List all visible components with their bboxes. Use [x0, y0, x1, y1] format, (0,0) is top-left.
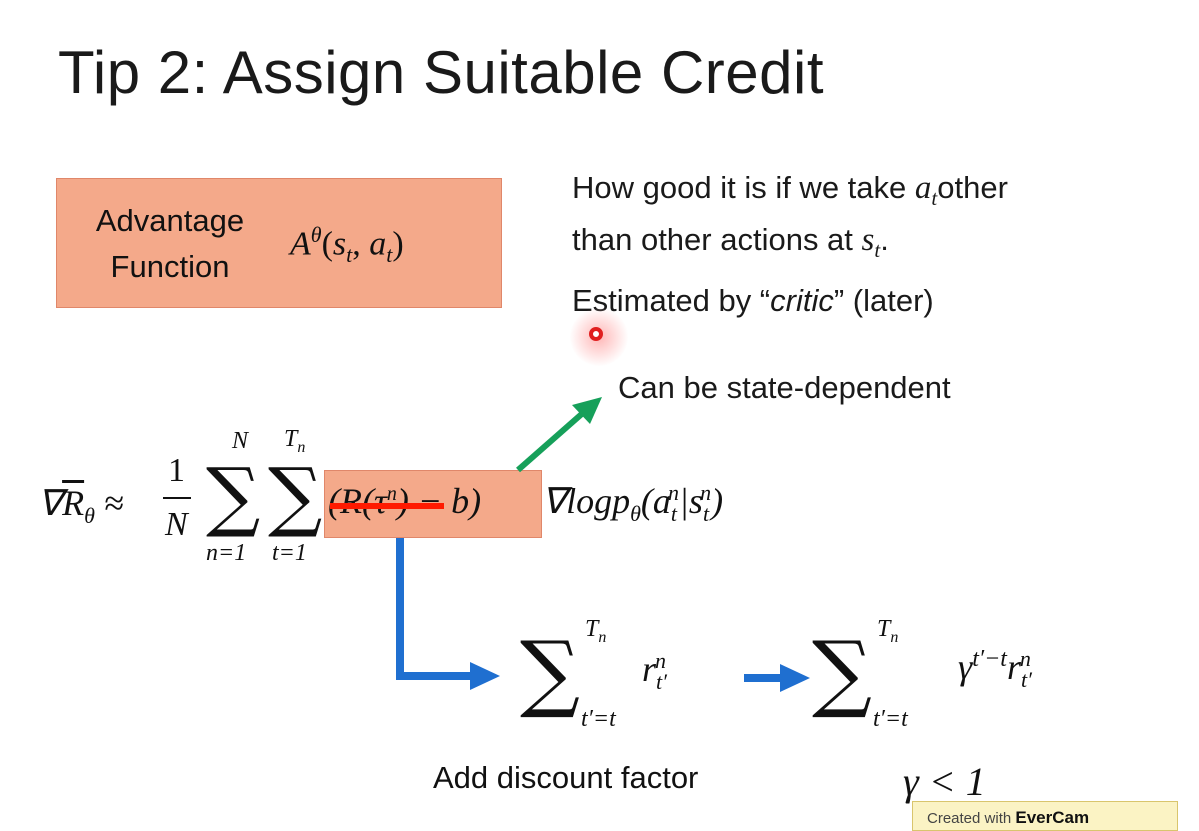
reward-sum-upper: Tn: [585, 616, 607, 646]
strike-through: [330, 503, 444, 509]
advantage-label: Advantage Function: [80, 198, 260, 290]
sum1-upper: N: [232, 428, 249, 454]
sum2-upper: Tn: [284, 426, 306, 456]
description-line-2: than other actions at st.: [572, 222, 889, 263]
desc3-critic: critic: [770, 283, 834, 318]
frac-denominator: N: [165, 506, 188, 543]
discounted-sum-upper: Tn: [877, 616, 899, 646]
advantage-function-box: [56, 178, 502, 308]
desc1-post: other: [937, 170, 1008, 205]
reward-sum-sigma: ∑: [520, 623, 580, 721]
evercam-watermark: Created with EverCam: [912, 801, 1178, 831]
desc1-text: How good it is if we take: [572, 170, 915, 205]
slide-title: Tip 2: Assign Suitable Credit: [58, 39, 824, 106]
desc2-post: .: [880, 222, 889, 257]
green-arrow: [516, 397, 602, 473]
reward-sum-term: rt′n: [642, 648, 667, 695]
watermark-prefix: Created with: [927, 810, 1012, 827]
add-discount-label: Add discount factor: [433, 760, 699, 795]
blue-arrow-right: [744, 664, 810, 692]
advantage-formula: Aθ(st, at): [290, 222, 404, 268]
grad-log-prob: ∇logpθ(atn|stn): [542, 480, 724, 527]
desc3-post: ” (later): [833, 283, 934, 318]
sum2-sigma: ∑: [268, 451, 323, 540]
grad-lhs: ∇Rθ ≈: [38, 483, 124, 529]
desc1-sub: t: [931, 186, 938, 211]
desc2-sub: t: [874, 238, 881, 263]
discounted-sum-term: γt′−trt′n: [958, 646, 1032, 693]
cursor-icon: [589, 327, 603, 341]
sum1-lower: n=1: [206, 540, 247, 566]
desc2-text: than other actions at: [572, 222, 862, 257]
advantage-label-line1: Advantage: [95, 203, 245, 238]
frac-bar: [163, 497, 191, 499]
state-dependent-note: Can be state-dependent: [618, 370, 951, 405]
sum2-lower: t=1: [272, 540, 307, 566]
advantage-label-line2: Function: [110, 249, 230, 284]
reward-minus-baseline: (R(τn) − b): [328, 481, 482, 521]
frac-numerator: 1: [168, 452, 185, 489]
blue-elbow-arrow: [396, 538, 500, 690]
sum1-sigma: ∑: [206, 451, 261, 540]
description-line-1: How good it is if we take atother: [572, 170, 1008, 211]
desc2-var: s: [861, 222, 875, 258]
reward-sum-lower: t′=t: [581, 706, 616, 732]
discounted-sum-sigma: ∑: [812, 623, 872, 721]
desc1-var: a: [914, 170, 932, 206]
gamma-condition: γ < 1: [903, 759, 986, 804]
discounted-sum-lower: t′=t: [873, 706, 908, 732]
watermark-brand: EverCam: [1015, 808, 1090, 827]
